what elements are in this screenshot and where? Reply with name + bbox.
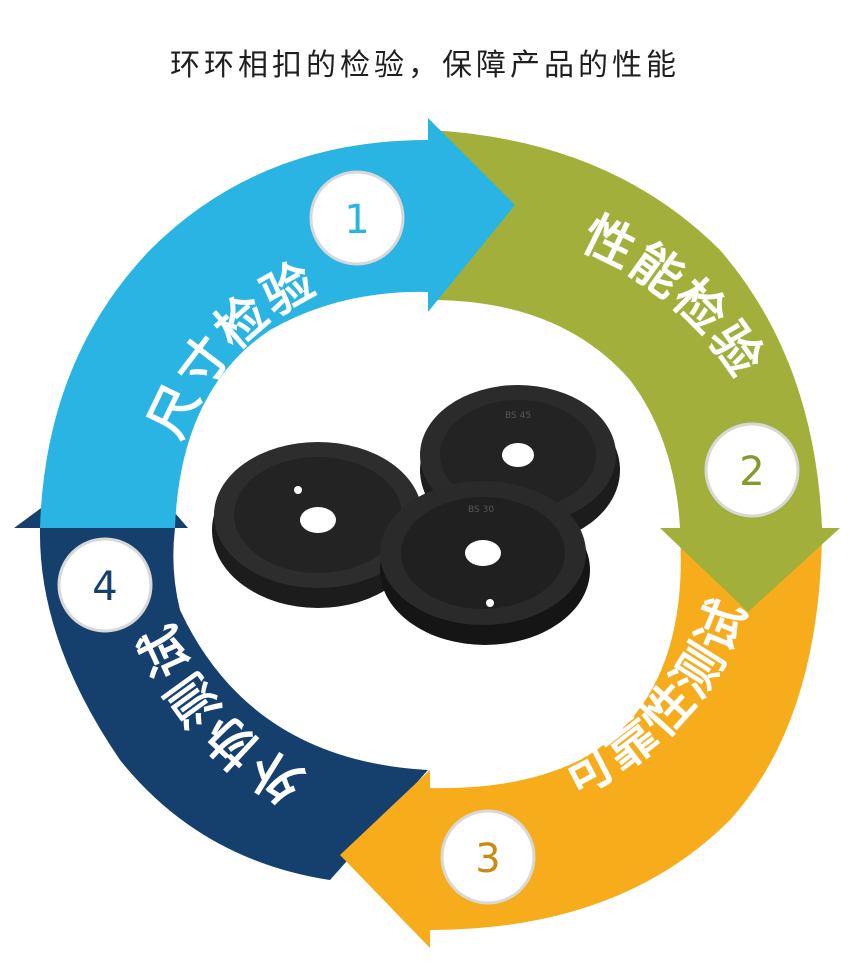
- step-1-number: 1: [344, 197, 369, 243]
- disc-front: BS 30: [380, 481, 590, 645]
- disc-left: [212, 442, 424, 608]
- disc-marking-bs45: BS 45: [505, 411, 531, 421]
- page-title: 环环相扣的检验，保障产品的性能: [170, 48, 680, 83]
- step-2-number: 2: [739, 449, 764, 495]
- step-1-badge: 1: [309, 170, 405, 266]
- step-2-badge: 2: [704, 422, 800, 518]
- rubber-gasket-discs-icon: BS 45 BS 30: [212, 385, 620, 645]
- step-3-number: 3: [475, 836, 500, 882]
- step-4-number: 4: [92, 564, 117, 610]
- step-3-badge: 3: [440, 809, 536, 905]
- disc-marking-bs30: BS 30: [468, 505, 494, 515]
- step-4-badge: 4: [57, 537, 153, 633]
